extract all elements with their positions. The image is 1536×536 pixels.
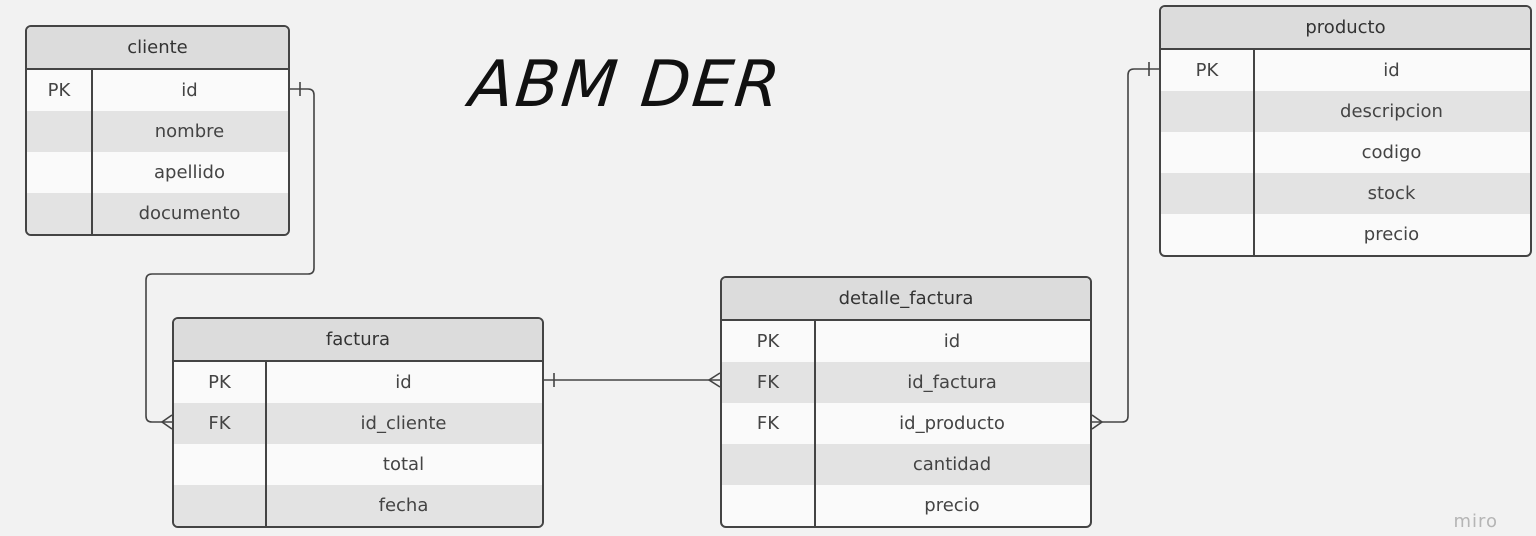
field-cell: id_producto: [899, 413, 1005, 434]
field-cell: id_factura: [907, 372, 997, 393]
field-cell: id_cliente: [360, 413, 447, 434]
relationship-cliente-factura: [145, 88, 315, 423]
key-cell: PK: [208, 372, 231, 393]
field-cell: id: [181, 80, 198, 101]
field-cell: apellido: [154, 162, 225, 183]
field-cell: precio: [1363, 224, 1420, 245]
entity-row: PK id: [722, 321, 1090, 362]
entity-row: PK id: [27, 70, 288, 111]
key-cell: PK: [1195, 60, 1219, 81]
crowfoot-marker: [707, 372, 721, 388]
field-cell: codigo: [1361, 142, 1422, 163]
crowfoot-marker: [160, 414, 173, 430]
entity-row: codigo: [1161, 132, 1530, 173]
entity-row: documento: [27, 193, 288, 234]
entity-header: producto: [1161, 7, 1530, 50]
entity-row: descripcion: [1161, 91, 1530, 132]
entity-producto[interactable]: producto PK id descripcion codigo stock preci…: [1159, 5, 1532, 257]
field-cell: cantidad: [912, 454, 992, 475]
field-cell: id: [395, 372, 412, 393]
entity-row: total: [174, 444, 542, 485]
key-cell: FK: [756, 372, 780, 393]
entity-header: detalle_factura: [722, 278, 1090, 321]
entity-row: PK id: [1161, 50, 1530, 91]
entity-row: precio: [722, 485, 1090, 526]
entity-row: PK id: [174, 362, 542, 403]
field-cell: id: [943, 331, 961, 352]
entity-row: FK id_producto: [722, 403, 1090, 444]
field-cell: id: [1383, 60, 1400, 81]
entity-header: cliente: [27, 27, 288, 70]
entity-rows: PK id descripcion codigo stock precio: [1161, 50, 1530, 255]
entity-row: stock: [1161, 173, 1530, 214]
field-cell: stock: [1367, 183, 1416, 204]
key-cell: FK: [756, 413, 780, 434]
field-cell: nombre: [154, 121, 225, 142]
crowfoot-marker: [1091, 414, 1104, 430]
field-cell: total: [382, 454, 425, 475]
key-cell: FK: [208, 413, 231, 434]
entity-row: fecha: [174, 485, 542, 526]
entity-row: FK id_factura: [722, 362, 1090, 403]
entity-row: nombre: [27, 111, 288, 152]
entity-rows: PK id nombre apellido documento: [27, 70, 288, 234]
entity-row: apellido: [27, 152, 288, 193]
field-cell: documento: [138, 203, 241, 224]
entity-row: precio: [1161, 214, 1530, 255]
entity-row: cantidad: [722, 444, 1090, 485]
field-cell: fecha: [378, 495, 429, 516]
field-cell: precio: [924, 495, 980, 516]
field-cell: descripcion: [1340, 101, 1443, 122]
miro-watermark: miro: [1453, 511, 1498, 532]
key-cell: PK: [47, 80, 71, 101]
entity-header: factura: [174, 319, 542, 362]
entity-row: FK id_cliente: [174, 403, 542, 444]
relationship-producto-detalle: [1092, 68, 1159, 423]
key-cell: PK: [756, 331, 780, 352]
entity-cliente[interactable]: cliente PK id nombre apellido documento: [25, 25, 290, 236]
